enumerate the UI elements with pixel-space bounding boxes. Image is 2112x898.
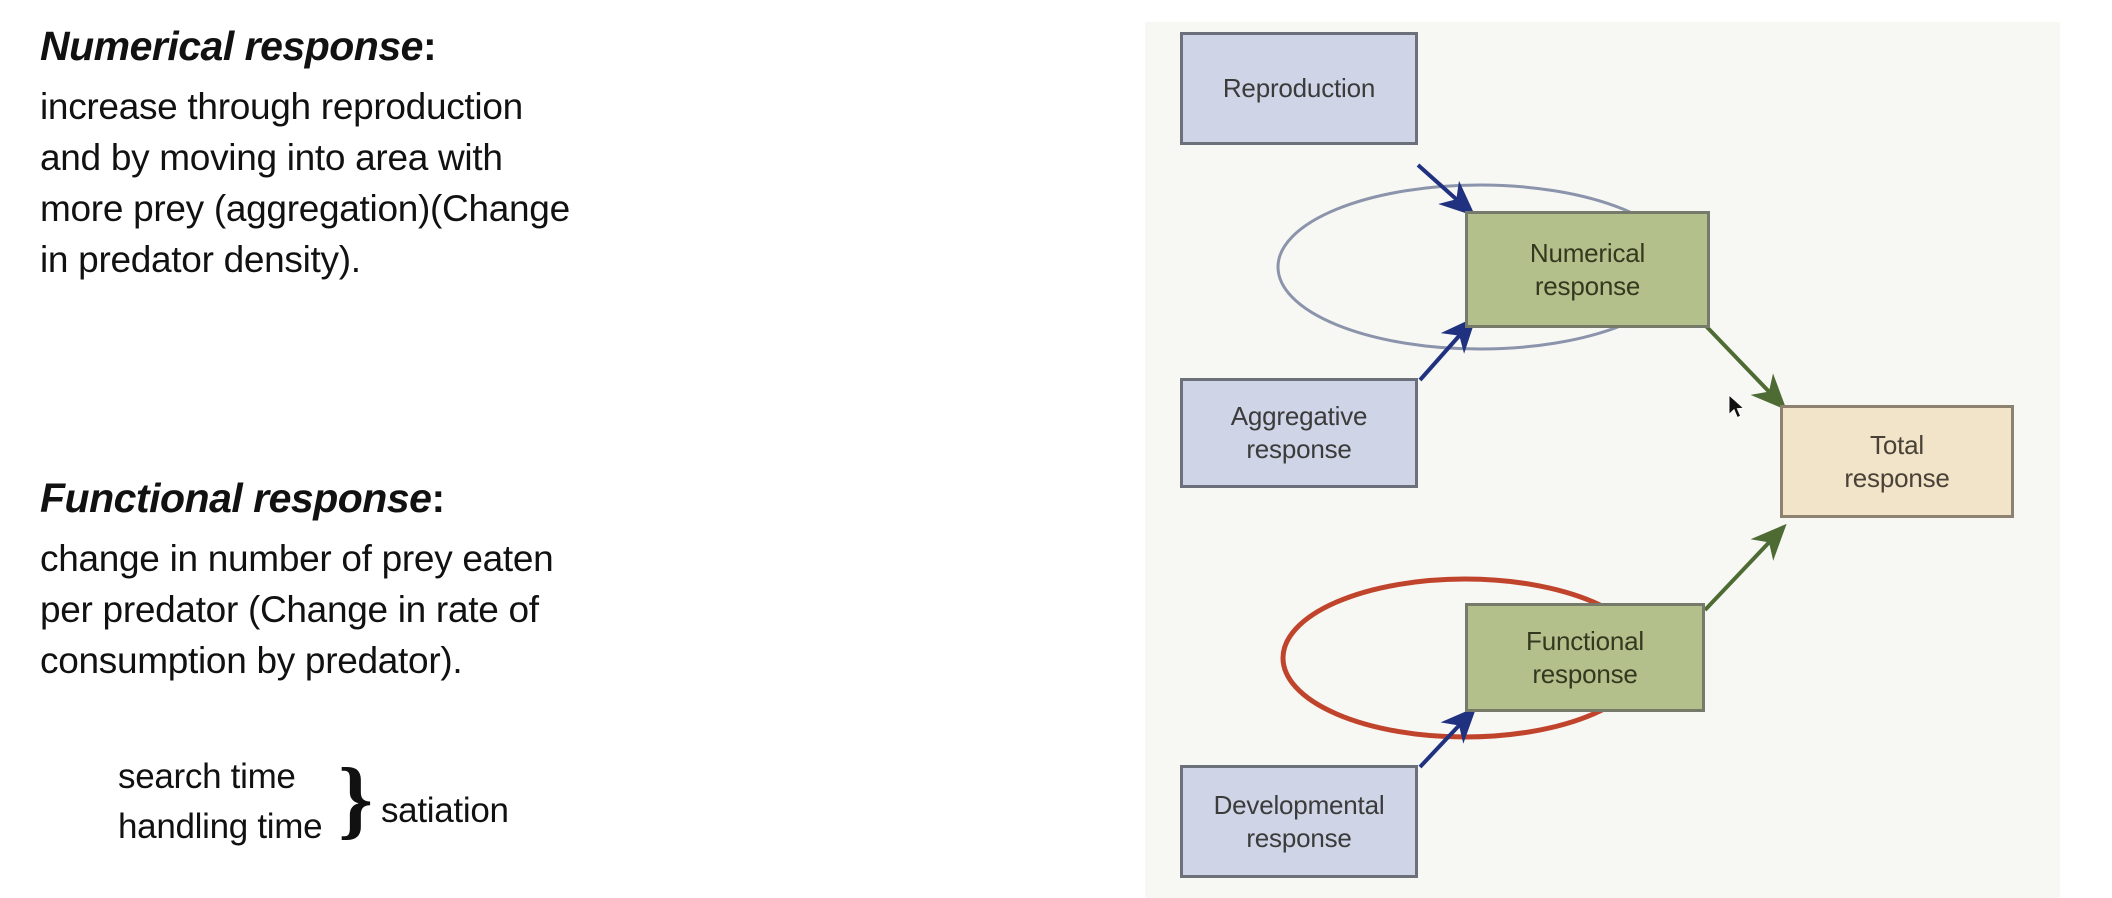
edge-reproduction-to-numerical bbox=[1416, 163, 1476, 217]
functional-response-line-3: consumption by predator). bbox=[40, 640, 463, 681]
node-reproduction[interactable]: Reproduction bbox=[1180, 32, 1418, 145]
handling-time-label: handling time bbox=[118, 807, 323, 846]
numerical-response-heading: Numerical response: bbox=[40, 23, 437, 69]
search-time-label: search time bbox=[118, 757, 296, 796]
edge-developmental-to-functional bbox=[1418, 706, 1477, 769]
satiation-label: satiation bbox=[380, 791, 509, 830]
numerical-response-line-2: and by moving into area with bbox=[40, 137, 503, 178]
satiation-group: search time handling time } satiation bbox=[118, 752, 509, 852]
numerical-response-line-1: increase through reproduction bbox=[40, 86, 523, 127]
numerical-response-block: Numerical response: increase through rep… bbox=[40, 26, 570, 285]
numerical-response-body: increase through reproduction and by mov… bbox=[40, 81, 570, 285]
definitions-panel: Numerical response: increase through rep… bbox=[40, 26, 570, 852]
numerical-response-line-3: more prey (aggregation)(Change bbox=[40, 188, 570, 229]
functional-response-heading: Functional response: bbox=[40, 475, 445, 521]
satiation-terms: search time handling time bbox=[118, 752, 323, 852]
functional-response-block: Functional response: change in number of… bbox=[40, 475, 554, 686]
numerical-response-line-4: in predator density). bbox=[40, 239, 361, 280]
edge-aggregative-to-numerical bbox=[1418, 316, 1477, 382]
node-reproduction-label: Reproduction bbox=[1222, 73, 1376, 103]
functional-response-line-1: change in number of prey eaten bbox=[40, 538, 554, 579]
edge-functional-to-total bbox=[1703, 523, 1787, 612]
edge-numerical-to-total bbox=[1703, 323, 1787, 411]
curly-brace-glyph: } bbox=[338, 751, 373, 849]
functional-response-body: change in number of prey eaten per preda… bbox=[40, 533, 554, 686]
mouse-pointer-icon bbox=[1728, 394, 1745, 419]
functional-response-line-2: per predator (Change in rate of bbox=[40, 589, 539, 630]
